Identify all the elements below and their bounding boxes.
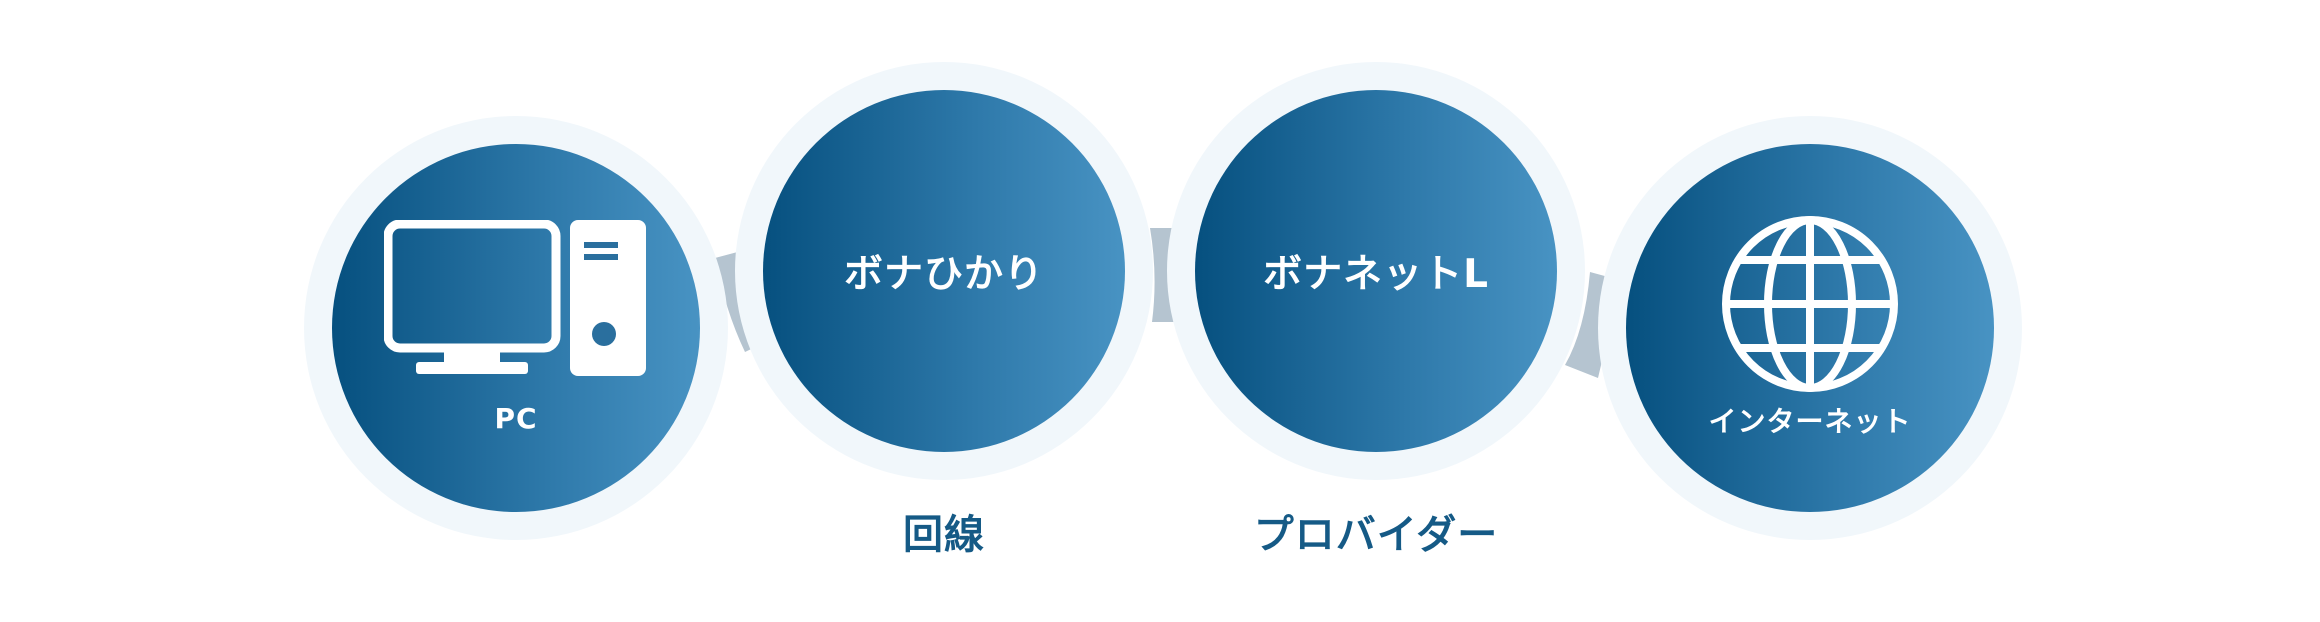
line-label: 回線 bbox=[903, 512, 985, 558]
provider-node-title: ボナネットL bbox=[1263, 252, 1489, 297]
line-node: ボナひかり bbox=[763, 90, 1125, 452]
desktop-computer-icon bbox=[384, 220, 646, 376]
provider-node: ボナネットL bbox=[1195, 90, 1557, 452]
pc-caption: PC bbox=[494, 402, 538, 435]
internet-node: インターネット bbox=[1626, 144, 1994, 512]
globe-icon bbox=[1722, 216, 1898, 392]
pc-node: PC bbox=[332, 144, 700, 512]
provider-label: プロバイダー bbox=[1253, 512, 1499, 558]
line-node-title: ボナひかり bbox=[843, 252, 1044, 297]
internet-caption: インターネット bbox=[1708, 405, 1912, 438]
